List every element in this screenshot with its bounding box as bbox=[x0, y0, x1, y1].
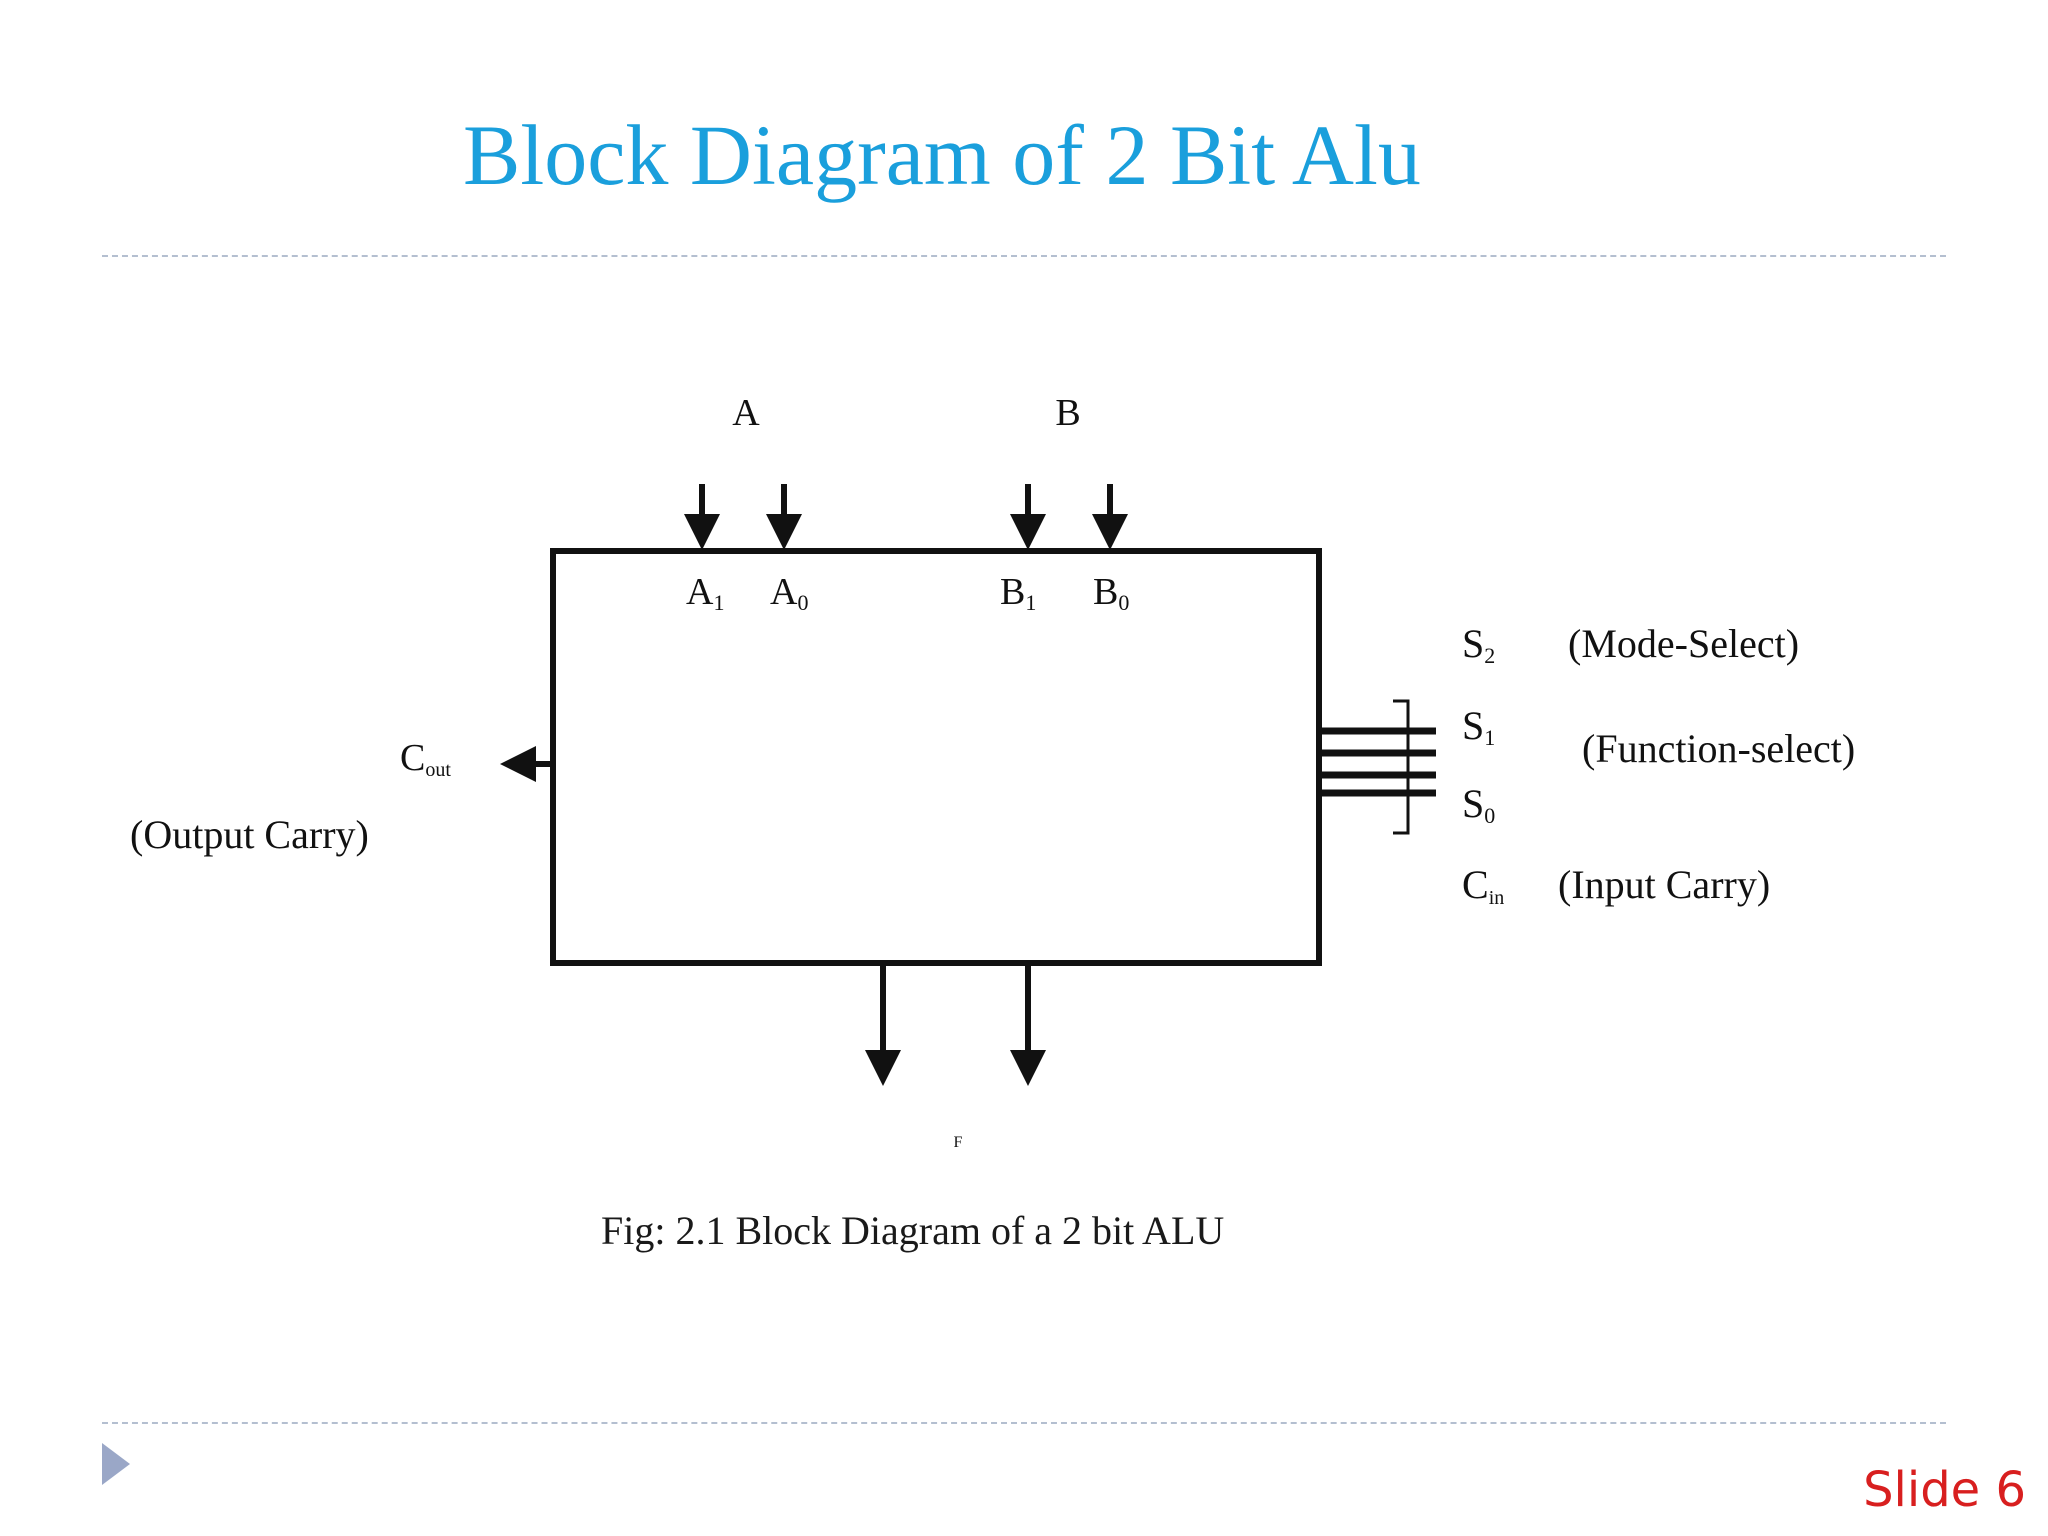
s1-label: S1 bbox=[1462, 703, 1495, 750]
pin-b1-label: B1 bbox=[1000, 571, 1036, 615]
slide-title: Block Diagram of 2 Bit Alu bbox=[463, 107, 1421, 203]
cin-label: Cin bbox=[1462, 862, 1504, 909]
cout-label: Cout bbox=[400, 737, 451, 781]
cin-description: (Input Carry) bbox=[1558, 862, 1770, 907]
s2-description: (Mode-Select) bbox=[1568, 621, 1799, 666]
alu-box bbox=[550, 548, 1322, 966]
figure-caption: Fig: 2.1 Block Diagram of a 2 bit ALU bbox=[601, 1208, 1225, 1253]
input-a-label: A bbox=[732, 392, 760, 434]
slide-number: Slide 6 bbox=[1863, 1462, 2026, 1518]
s1-description: (Function-select) bbox=[1582, 726, 1855, 771]
pin-a1-label: A1 bbox=[686, 571, 724, 615]
input-b-label: B bbox=[1055, 392, 1080, 434]
cout-description: (Output Carry) bbox=[130, 812, 369, 857]
s0-label: S0 bbox=[1462, 781, 1495, 828]
pin-a0-label: A0 bbox=[770, 571, 808, 615]
triangle-right-icon[interactable] bbox=[102, 1443, 130, 1485]
select-bracket bbox=[1393, 699, 1410, 835]
top-divider bbox=[102, 255, 1946, 257]
bottom-divider bbox=[102, 1422, 1946, 1424]
s2-label: S2 bbox=[1462, 621, 1495, 668]
output-f-label: F bbox=[954, 1134, 963, 1151]
pin-b0-label: B0 bbox=[1093, 571, 1129, 615]
